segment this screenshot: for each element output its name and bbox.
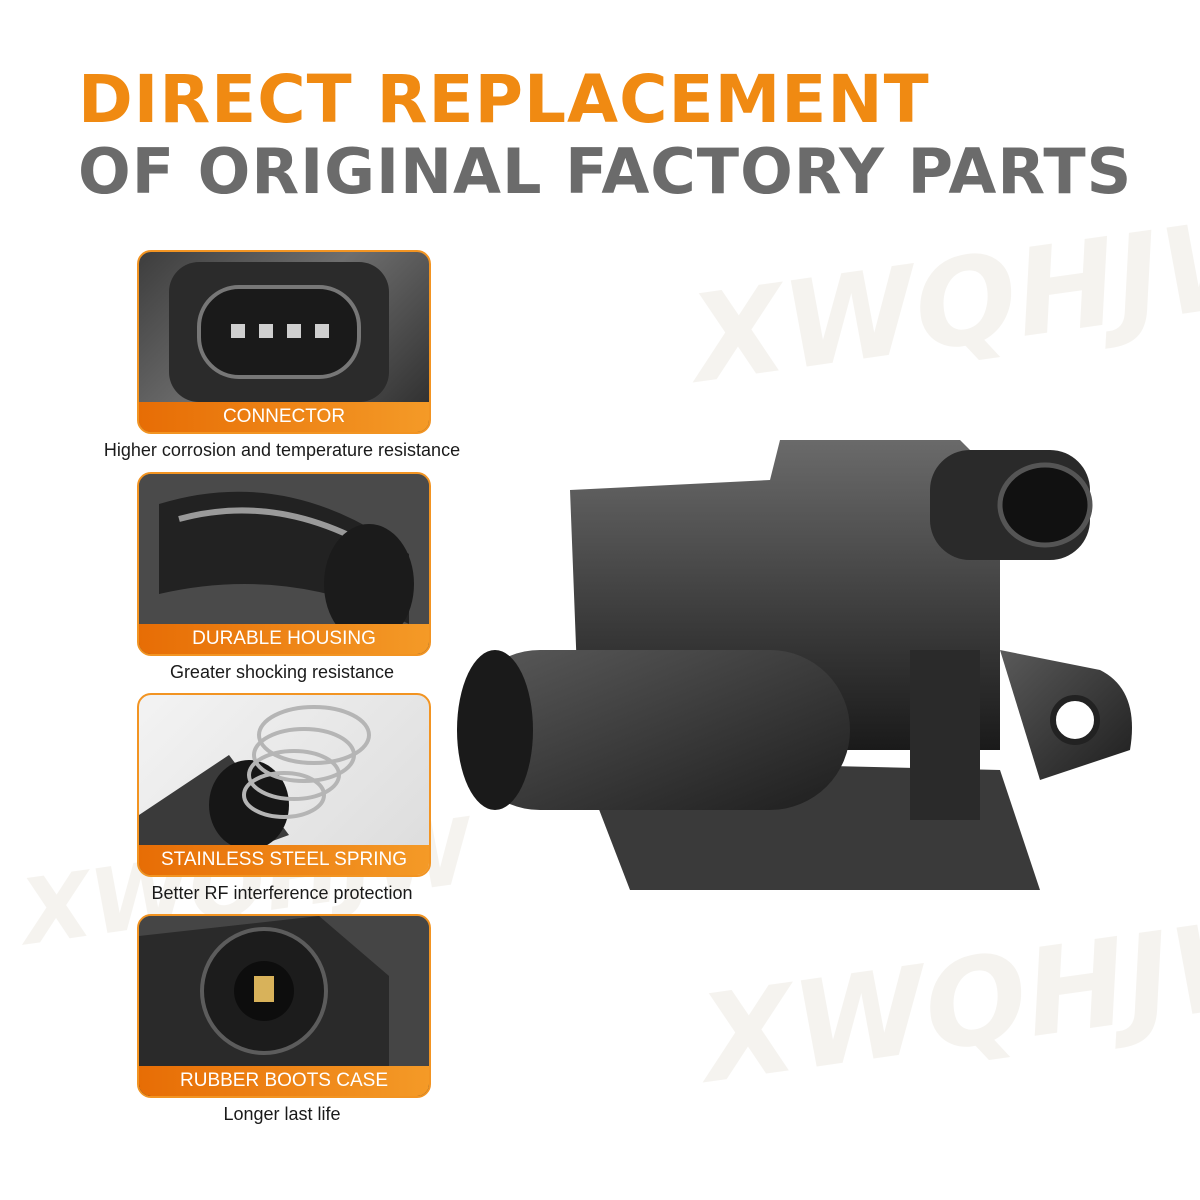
feature-rubber-boots: RUBBER BOOTS CASE Longer last life (137, 914, 431, 1124)
feature-title: CONNECTOR (139, 402, 429, 432)
feature-title: STAINLESS STEEL SPRING (139, 845, 429, 875)
feature-caption: Longer last life (223, 1104, 341, 1124)
connector-icon (169, 262, 389, 402)
brand-watermark: XWQHJW (693, 888, 1200, 1111)
feature-spring: STAINLESS STEEL SPRING Better RF interfe… (137, 693, 431, 903)
headline: DIRECT REPLACEMENT OF ORIGINAL FACTORY P… (78, 64, 1132, 208)
feature-image-frame: DURABLE HOUSING (137, 472, 431, 656)
feature-caption: Higher corrosion and temperature resista… (103, 440, 461, 460)
ignition-coil-image (457, 440, 1132, 890)
feature-title: DURABLE HOUSING (139, 624, 429, 654)
feature-caption: Better RF interference protection (151, 883, 413, 903)
feature-connector: CONNECTOR Higher corrosion and temperatu… (104, 250, 460, 460)
headline-line-2: OF ORIGINAL FACTORY PARTS (78, 135, 1133, 208)
feature-caption: Greater shocking resistance (169, 662, 395, 682)
feature-image-frame: CONNECTOR (137, 250, 431, 434)
headline-line-1: DIRECT REPLACEMENT (78, 61, 930, 138)
feature-image-frame: RUBBER BOOTS CASE (137, 914, 431, 1098)
feature-durable-housing: DURABLE HOUSING Greater shocking resista… (137, 472, 431, 682)
feature-image-frame: STAINLESS STEEL SPRING (137, 693, 431, 877)
feature-title: RUBBER BOOTS CASE (139, 1066, 429, 1096)
brand-watermark: XWQHJW (683, 188, 1200, 411)
